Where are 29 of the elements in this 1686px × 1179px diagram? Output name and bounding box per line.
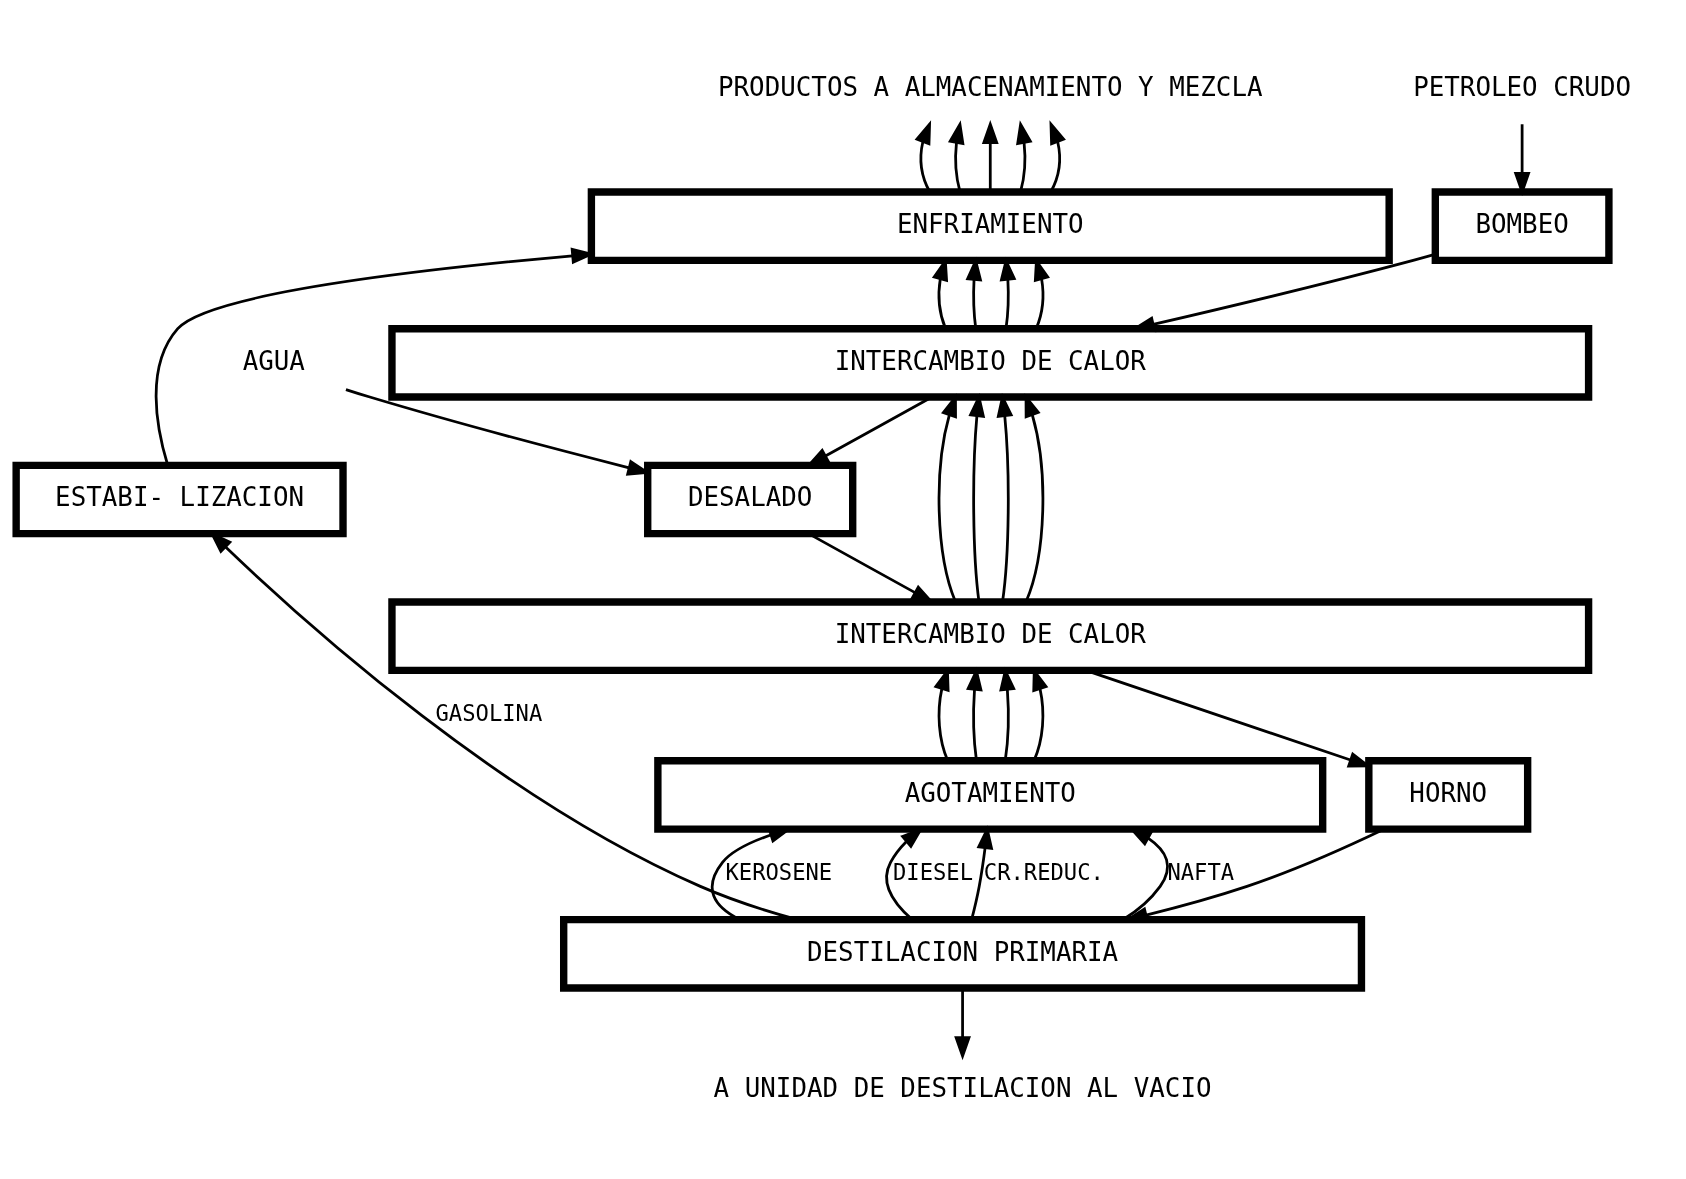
- node-box: DESTILACION PRIMARIA: [560, 915, 1366, 992]
- node-box: HORNO: [1365, 756, 1532, 833]
- arrow: [996, 392, 1014, 602]
- edge-label: DIESEL: [893, 858, 974, 885]
- arrow: [1024, 392, 1045, 602]
- node-text: A UNIDAD DE DESTILACION AL VACIO: [713, 1072, 1212, 1103]
- arrow: [1513, 123, 1531, 196]
- arrow: [954, 988, 971, 1060]
- arrow: [981, 119, 999, 192]
- node-text: AGUA: [242, 345, 305, 376]
- arrow: [948, 119, 965, 192]
- node-text: PRODUCTOS A ALMACENAMIENTO Y MEZCLA: [717, 71, 1263, 102]
- node-box: ESTABI- LIZACION: [12, 461, 347, 537]
- edge-label: NAFTA: [1167, 858, 1235, 885]
- node-box: ENFRIAMIENTO: [587, 187, 1393, 264]
- node-box: AGOTAMIENTO: [654, 756, 1327, 833]
- arrow: [968, 392, 986, 602]
- arrow: [914, 119, 932, 192]
- node-box: INTERCAMBIO DE CALOR: [388, 324, 1593, 401]
- arrow: [1016, 119, 1033, 192]
- arrow: [1049, 119, 1066, 192]
- edge-label: CR.REDUC.: [983, 858, 1104, 885]
- node-box: BOMBEO: [1431, 187, 1613, 264]
- arrow: [937, 392, 957, 602]
- edge-label: KEROSENE: [725, 858, 833, 885]
- node-box: INTERCAMBIO DE CALOR: [388, 597, 1593, 674]
- edge-label: GASOLINA: [435, 699, 543, 726]
- node-text: PETROLEO CRUDO: [1413, 71, 1632, 102]
- node-box: DESALADO: [644, 461, 857, 537]
